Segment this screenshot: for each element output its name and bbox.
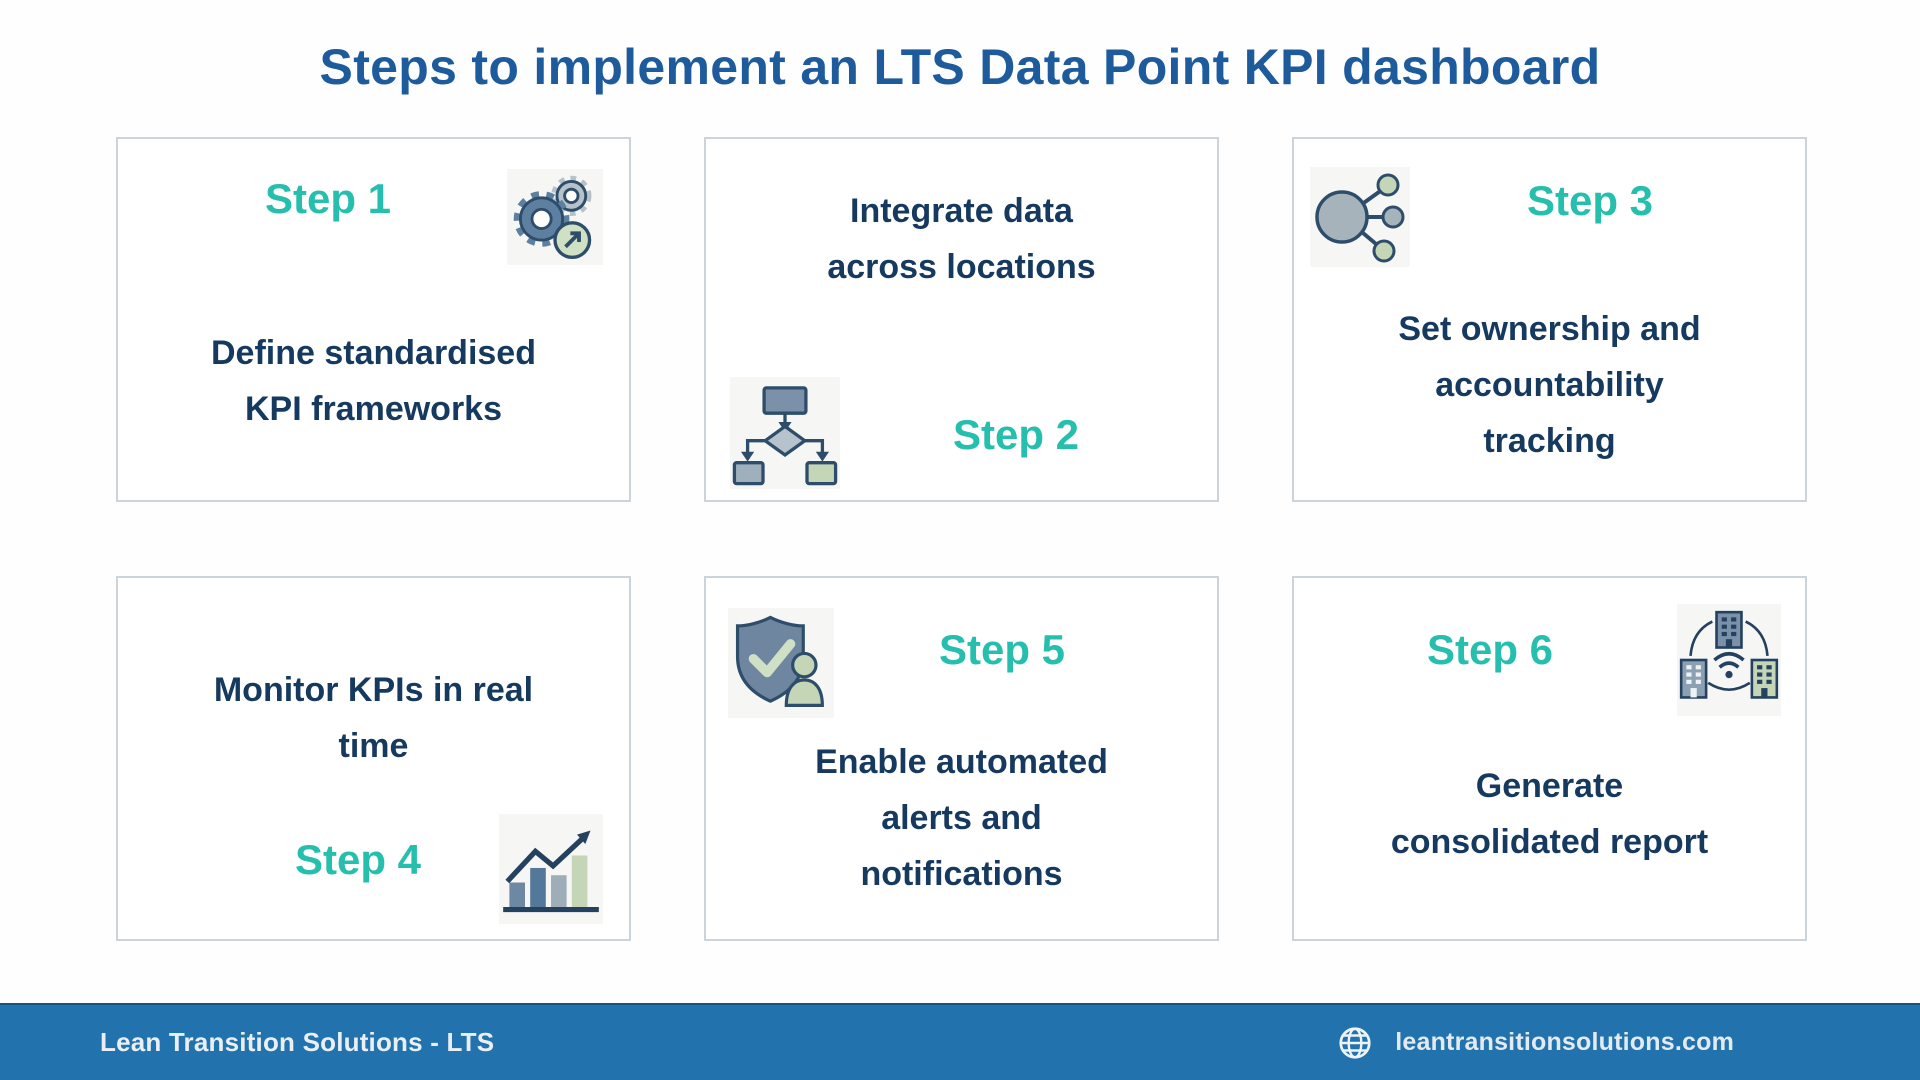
heading-line: notifications (860, 855, 1063, 893)
icon-box (1310, 167, 1410, 267)
step-card-3: Step 3 Set ownership and accountability … (1292, 137, 1807, 502)
step-label: Step 1 (264, 175, 392, 222)
heading-line: alerts and (881, 799, 1042, 837)
flowchart-icon (732, 386, 838, 486)
heading-line: Define standardised (211, 334, 536, 372)
gears-icon (513, 175, 592, 259)
globe-icon (1339, 1026, 1371, 1059)
step-card-6: Step 6 (1292, 576, 1807, 941)
buildings-network-icon (1679, 610, 1779, 699)
heading-line: time (338, 727, 409, 765)
step-heading: Monitor KPIs in real time (158, 662, 589, 774)
heading-line: Integrate data (850, 192, 1073, 230)
step-card-4: Monitor KPIs in real time Step 4 (116, 576, 631, 941)
page-title: Steps to implement an LTS Data Point KPI… (319, 39, 1601, 95)
icon-box (499, 814, 603, 924)
heading-line: Set ownership and (1398, 310, 1701, 348)
bar-chart-growth-icon (503, 830, 599, 913)
icon-box (730, 377, 840, 489)
heading-line: Monitor KPIs in real (213, 671, 534, 709)
heading-line: across locations (827, 248, 1096, 286)
icon-box (507, 169, 603, 265)
icon-box (728, 608, 834, 718)
step-heading: Define standardised KPI frameworks (158, 325, 589, 437)
footer-brand: Lean Transition Solutions - LTS (100, 1027, 495, 1057)
heading-line: Enable automated (815, 743, 1108, 781)
heading-line: accountability (1435, 366, 1664, 404)
step-card-1: Step 1 Define standardised KPI framework… (116, 137, 631, 502)
heading-line: KPI frameworks (245, 390, 502, 428)
step-heading: Enable automated alerts and notification… (746, 734, 1177, 902)
step-label: Step 4 (294, 836, 422, 883)
step-card-5: Step 5 Enable automated alerts and notif… (704, 576, 1219, 941)
step-card-2: Integrate data across locations Step 2 (704, 137, 1219, 502)
step-label: Step 3 (1526, 177, 1654, 224)
step-label: Step 6 (1426, 626, 1554, 673)
footer-website: leantransitionsolutions.com (1395, 1028, 1734, 1056)
footer-bar: Lean Transition Solutions - LTS leantran… (0, 1003, 1920, 1080)
icon-box (1677, 604, 1781, 716)
step-heading: Generate consolidated report (1324, 758, 1775, 870)
network-hub-icon (1315, 173, 1405, 263)
shield-check-user-icon (735, 615, 824, 707)
footer-right: leantransitionsolutions.com (1337, 1025, 1734, 1061)
step-heading: Set ownership and accountability trackin… (1324, 301, 1775, 469)
step-heading: Integrate data across locations (746, 183, 1177, 295)
heading-line: tracking (1483, 422, 1616, 460)
heading-line: consolidated report (1390, 823, 1709, 861)
heading-line: Generate (1475, 767, 1624, 805)
step-label: Step 2 (952, 411, 1080, 458)
step-label: Step 5 (938, 626, 1066, 673)
